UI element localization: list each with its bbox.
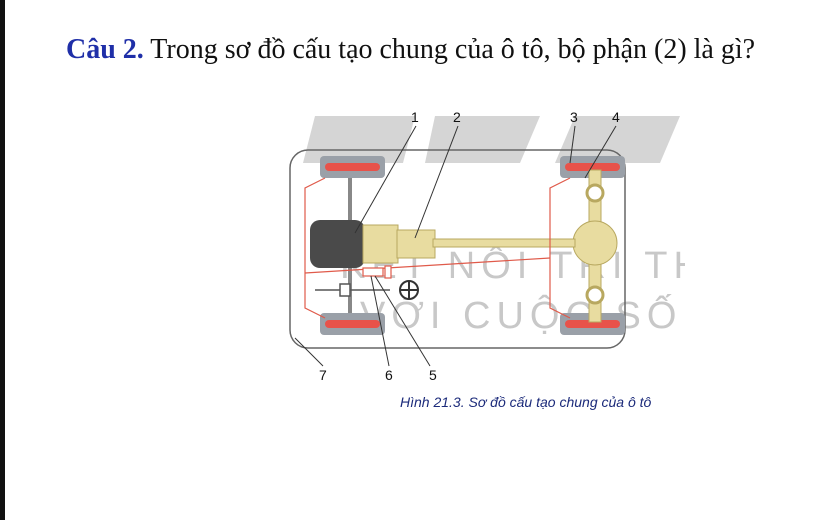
- callout-1: 1: [411, 109, 419, 125]
- brake-line-front: [304, 177, 326, 319]
- wheel-rear-top: [560, 156, 625, 178]
- wheel-front-bottom: [320, 313, 385, 335]
- question-text: Trong sơ đồ cấu tạo chung của ô tô, bộ p…: [143, 34, 756, 65]
- brake-master-cylinder: [362, 267, 384, 277]
- callout-3: 3: [570, 109, 578, 125]
- steering-box: [339, 283, 351, 297]
- callout-7: 7: [319, 367, 327, 383]
- leader-6: [370, 275, 390, 367]
- car-diagram: KẾT NỐI TRI THỨC VỚI CUỘC SỐNG: [289, 109, 773, 383]
- logo-shape-right: [555, 116, 680, 163]
- leader-5: [374, 275, 431, 367]
- question-label: Câu 2.: [66, 34, 144, 65]
- question-block: Câu 2. Trong sơ đồ cấu tạo chung của ô t…: [66, 28, 806, 72]
- callout-2: 2: [453, 109, 461, 125]
- rear-spring-top: [585, 183, 605, 203]
- differential: [572, 220, 618, 266]
- wheel-rear-bottom: [560, 313, 625, 335]
- brake-line-main: [304, 257, 551, 274]
- leader-2: [414, 125, 459, 239]
- figure-caption: Hình 21.3. Sơ đồ cấu tạo chung của ô tô: [400, 394, 652, 410]
- watermark-line2: VỚI CUỘC SỐNG: [360, 292, 685, 337]
- engine: [310, 220, 365, 268]
- callout-6: 6: [385, 367, 393, 383]
- leader-7: [294, 337, 324, 367]
- gearbox: [362, 224, 399, 264]
- chassis-frame: [289, 149, 626, 349]
- page-edge-bar: [0, 0, 5, 520]
- leader-4: [584, 125, 617, 179]
- logo-shape-left: [303, 116, 415, 163]
- car-structure-figure: KẾT NỐI TRI THỨC VỚI CUỘC SỐNG: [285, 108, 773, 393]
- leader-3: [569, 125, 576, 164]
- logo-shape-mid: [425, 116, 540, 163]
- callout-4: 4: [612, 109, 620, 125]
- wheel-front-top: [320, 156, 385, 178]
- brake-line-rear: [549, 177, 571, 319]
- leader-1: [354, 125, 417, 234]
- callout-5: 5: [429, 367, 437, 383]
- drive-shaft: [432, 238, 576, 248]
- rear-spring-bottom: [585, 285, 605, 305]
